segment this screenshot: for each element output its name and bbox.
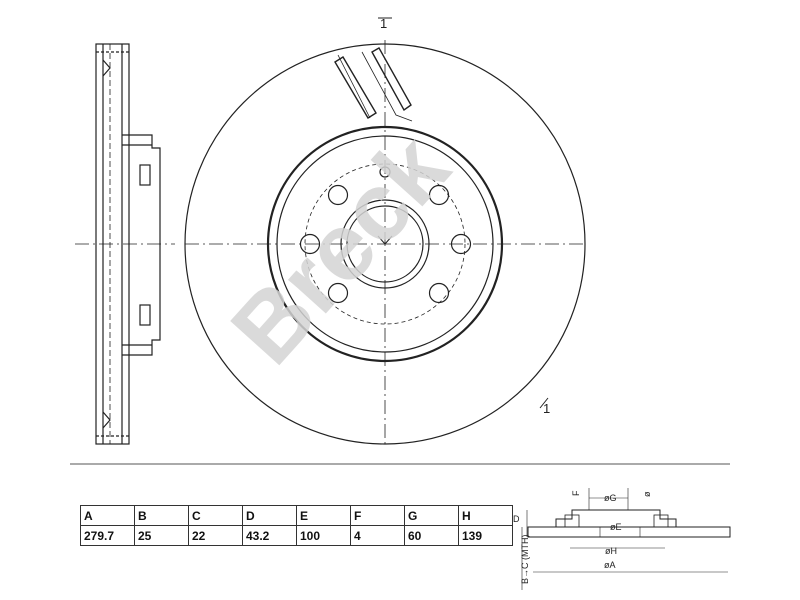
value-f: 4	[350, 525, 405, 546]
header-f: F	[350, 505, 405, 526]
header-e: E	[296, 505, 351, 526]
disc-cross-section	[521, 488, 731, 590]
bolt-hole	[428, 184, 450, 206]
value-a: 279.7	[80, 525, 135, 546]
label-d: D	[513, 514, 520, 524]
bolt-hole	[428, 282, 450, 304]
header-c: C	[188, 505, 243, 526]
label-g: øG	[604, 493, 617, 503]
cooling-slots	[334, 47, 413, 122]
label-f: F	[571, 490, 581, 496]
label-e: øE	[610, 522, 622, 532]
section-rim	[527, 526, 731, 538]
label-slot: ø	[642, 491, 652, 497]
dimension-table: A B C D E F G H 279.7 25 22 43.2 100 4 6…	[80, 505, 513, 546]
header-b: B	[134, 505, 189, 526]
disc-front-view	[184, 17, 586, 448]
value-d: 43.2	[242, 525, 297, 546]
value-g: 60	[404, 525, 459, 546]
header-g: G	[404, 505, 459, 526]
value-e: 100	[296, 525, 351, 546]
callout-right: 1	[543, 401, 550, 416]
value-h: 139	[458, 525, 513, 546]
value-b: 25	[134, 525, 189, 546]
profile-hub	[122, 134, 161, 356]
header-h: H	[458, 505, 513, 526]
brand-watermark: Breck	[211, 114, 469, 384]
header-d: D	[242, 505, 297, 526]
label-h: øH	[605, 546, 617, 556]
table-header-row: A B C D E F G H	[80, 505, 513, 526]
table-value-row: 279.7 25 22 43.2 100 4 60 139	[80, 525, 513, 546]
bolt-hole	[327, 184, 349, 206]
disc-side-profile	[75, 43, 175, 445]
bolt-hole	[327, 282, 349, 304]
label-b-c: B→C (MTH)	[520, 535, 530, 585]
header-a: A	[80, 505, 135, 526]
callout-top: 1	[380, 16, 387, 31]
value-c: 22	[188, 525, 243, 546]
bolt-circle	[304, 163, 466, 325]
label-a: øA	[604, 560, 616, 570]
